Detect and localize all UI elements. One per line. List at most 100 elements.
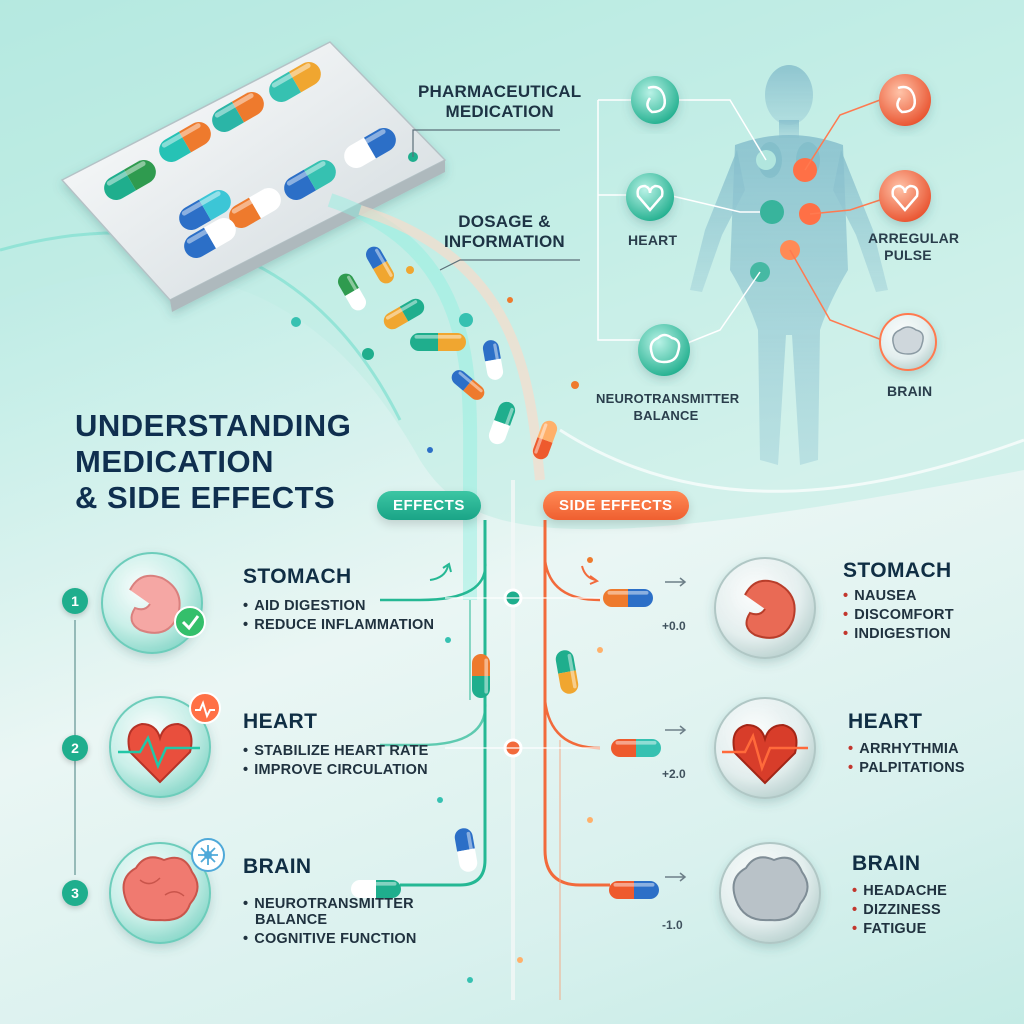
value-label-brain: -1.0 — [662, 918, 683, 932]
particle — [467, 977, 473, 983]
effect-item: IMPROVE CIRCULATION — [243, 761, 429, 780]
brain-side-icon — [879, 313, 937, 371]
capsule-icon — [609, 881, 659, 899]
effect-item: NEUROTRANSMITTER — [243, 895, 417, 914]
capsule-icon — [482, 340, 504, 380]
particle — [459, 313, 473, 327]
capsule-icon — [451, 370, 485, 400]
title-line-1: UNDERSTANDING — [75, 408, 352, 443]
effect-item: STABILIZE HEART RATE — [243, 742, 429, 761]
effect-heart: HEART STABILIZE HEART RATE IMPROVE CIRCU… — [243, 710, 429, 780]
capsule-icon — [366, 246, 394, 284]
effects-tag: EFFECTS — [377, 491, 481, 520]
side-effect-heart: HEART ARRHYTHMIA PALPITATIONS — [848, 710, 965, 778]
heart-icon — [626, 173, 674, 221]
effect-item: AID DIGESTION — [243, 597, 434, 616]
particle — [597, 647, 603, 653]
particle — [445, 637, 451, 643]
capsule-icon — [555, 650, 579, 694]
capsule-icon — [184, 218, 236, 258]
side-effect-title: STOMACH — [843, 559, 952, 582]
side-effect-brain: BRAIN HEADACHE DIZZINESS FATIGUE — [852, 852, 947, 939]
capsule-icon — [488, 401, 516, 445]
capsule-icon — [611, 739, 661, 757]
capsule-icon — [603, 589, 653, 607]
value-label-stomach: +0.0 — [662, 619, 686, 633]
brain-effect-icon — [109, 842, 211, 944]
arrow-icon — [429, 565, 449, 581]
effect-item: BALANCE — [255, 912, 328, 928]
effect-item: COGNITIVE FUNCTION — [243, 930, 417, 949]
brain-side-effect-icon — [719, 842, 821, 944]
particle — [291, 317, 301, 327]
step-badge-2: 2 — [62, 735, 88, 761]
side-effect-stomach: STOMACH NAUSEA DISCOMFORT INDIGESTION — [843, 559, 954, 644]
stomach-effect-icon — [101, 552, 203, 654]
step-badge-3: 3 — [62, 880, 88, 906]
capsule-icon — [410, 333, 466, 351]
capsule-icon — [344, 128, 396, 168]
side-effect-item: HEADACHE — [852, 882, 947, 901]
brain-icon — [638, 324, 690, 376]
stomach-side-effect-icon — [714, 557, 816, 659]
checkmark-icon — [174, 606, 206, 638]
body-label-brain: BRAIN — [887, 383, 933, 399]
capsule-icon — [179, 190, 231, 230]
capsule-icon — [229, 188, 281, 228]
capsule-icon — [351, 880, 401, 898]
particle — [427, 447, 433, 453]
effect-title: BRAIN — [243, 855, 312, 878]
side-effects-tag: SIDE EFFECTS — [543, 491, 689, 520]
step-badge-1: 1 — [62, 588, 88, 614]
effect-item: REDUCE INFLAMMATION — [243, 616, 434, 635]
particle — [362, 348, 374, 360]
page-title: UNDERSTANDING MEDICATION & SIDE EFFECTS — [75, 408, 351, 516]
side-effect-item: INDIGESTION — [843, 625, 954, 644]
capsule-icon — [269, 62, 321, 102]
side-effect-title: BRAIN — [852, 852, 921, 875]
side-effect-title: HEART — [848, 710, 923, 733]
side-effect-item: PALPITATIONS — [848, 759, 965, 778]
heart-effect-icon — [109, 696, 211, 798]
side-effect-item: DIZZINESS — [852, 901, 947, 920]
capsule-icon — [159, 122, 211, 162]
heart-side-effect-icon — [714, 697, 816, 799]
particle — [587, 557, 593, 563]
side-effect-item: DISCOMFORT — [843, 606, 954, 625]
neuron-icon — [191, 838, 225, 872]
side-effect-item: ARRHYTHMIA — [848, 740, 965, 759]
particle — [587, 817, 593, 823]
effect-title: STOMACH — [243, 565, 352, 588]
effect-stomach: STOMACH AID DIGESTION REDUCE INFLAMMATIO… — [243, 565, 434, 635]
title-line-2: MEDICATION — [75, 444, 275, 479]
pulse-heart-icon — [879, 170, 931, 222]
body-label-heart: HEART — [628, 232, 678, 248]
capsule-icon — [454, 828, 478, 872]
effect-title: HEART — [243, 710, 318, 733]
pulse-icon — [189, 692, 221, 724]
body-label-pulse: ARREGULAR PULSE — [868, 230, 960, 263]
stomach-icon — [631, 76, 679, 124]
particle — [507, 297, 513, 303]
capsule-icon — [472, 654, 490, 698]
effect-brain: BRAIN NEUROTRANSMITTER BALANCE COGNITIVE… — [243, 855, 417, 949]
capsule-icon — [284, 160, 336, 200]
value-label-heart: +2.0 — [662, 767, 686, 781]
particle — [437, 797, 443, 803]
blister-pack-icon — [60, 41, 447, 312]
particle — [406, 266, 414, 274]
pulse-marker-icon — [760, 200, 784, 224]
side-effect-item: NAUSEA — [843, 587, 954, 606]
title-line-3: & SIDE EFFECTS — [75, 480, 336, 515]
particle — [571, 381, 579, 389]
callout-pharmaceutical: PHARMACEUTICAL MEDICATION — [418, 82, 582, 121]
callout-dosage: DOSAGE & INFORMATION — [444, 212, 565, 251]
body-label-neurotransmitter: NEUROTRANSMITTER BALANCE — [596, 391, 740, 423]
capsule-icon — [212, 92, 264, 132]
particle — [517, 957, 523, 963]
stomach-side-icon — [879, 74, 931, 126]
capsule-icon — [104, 160, 156, 200]
capsule-icon — [383, 298, 425, 330]
side-effect-item: FATIGUE — [852, 920, 947, 939]
